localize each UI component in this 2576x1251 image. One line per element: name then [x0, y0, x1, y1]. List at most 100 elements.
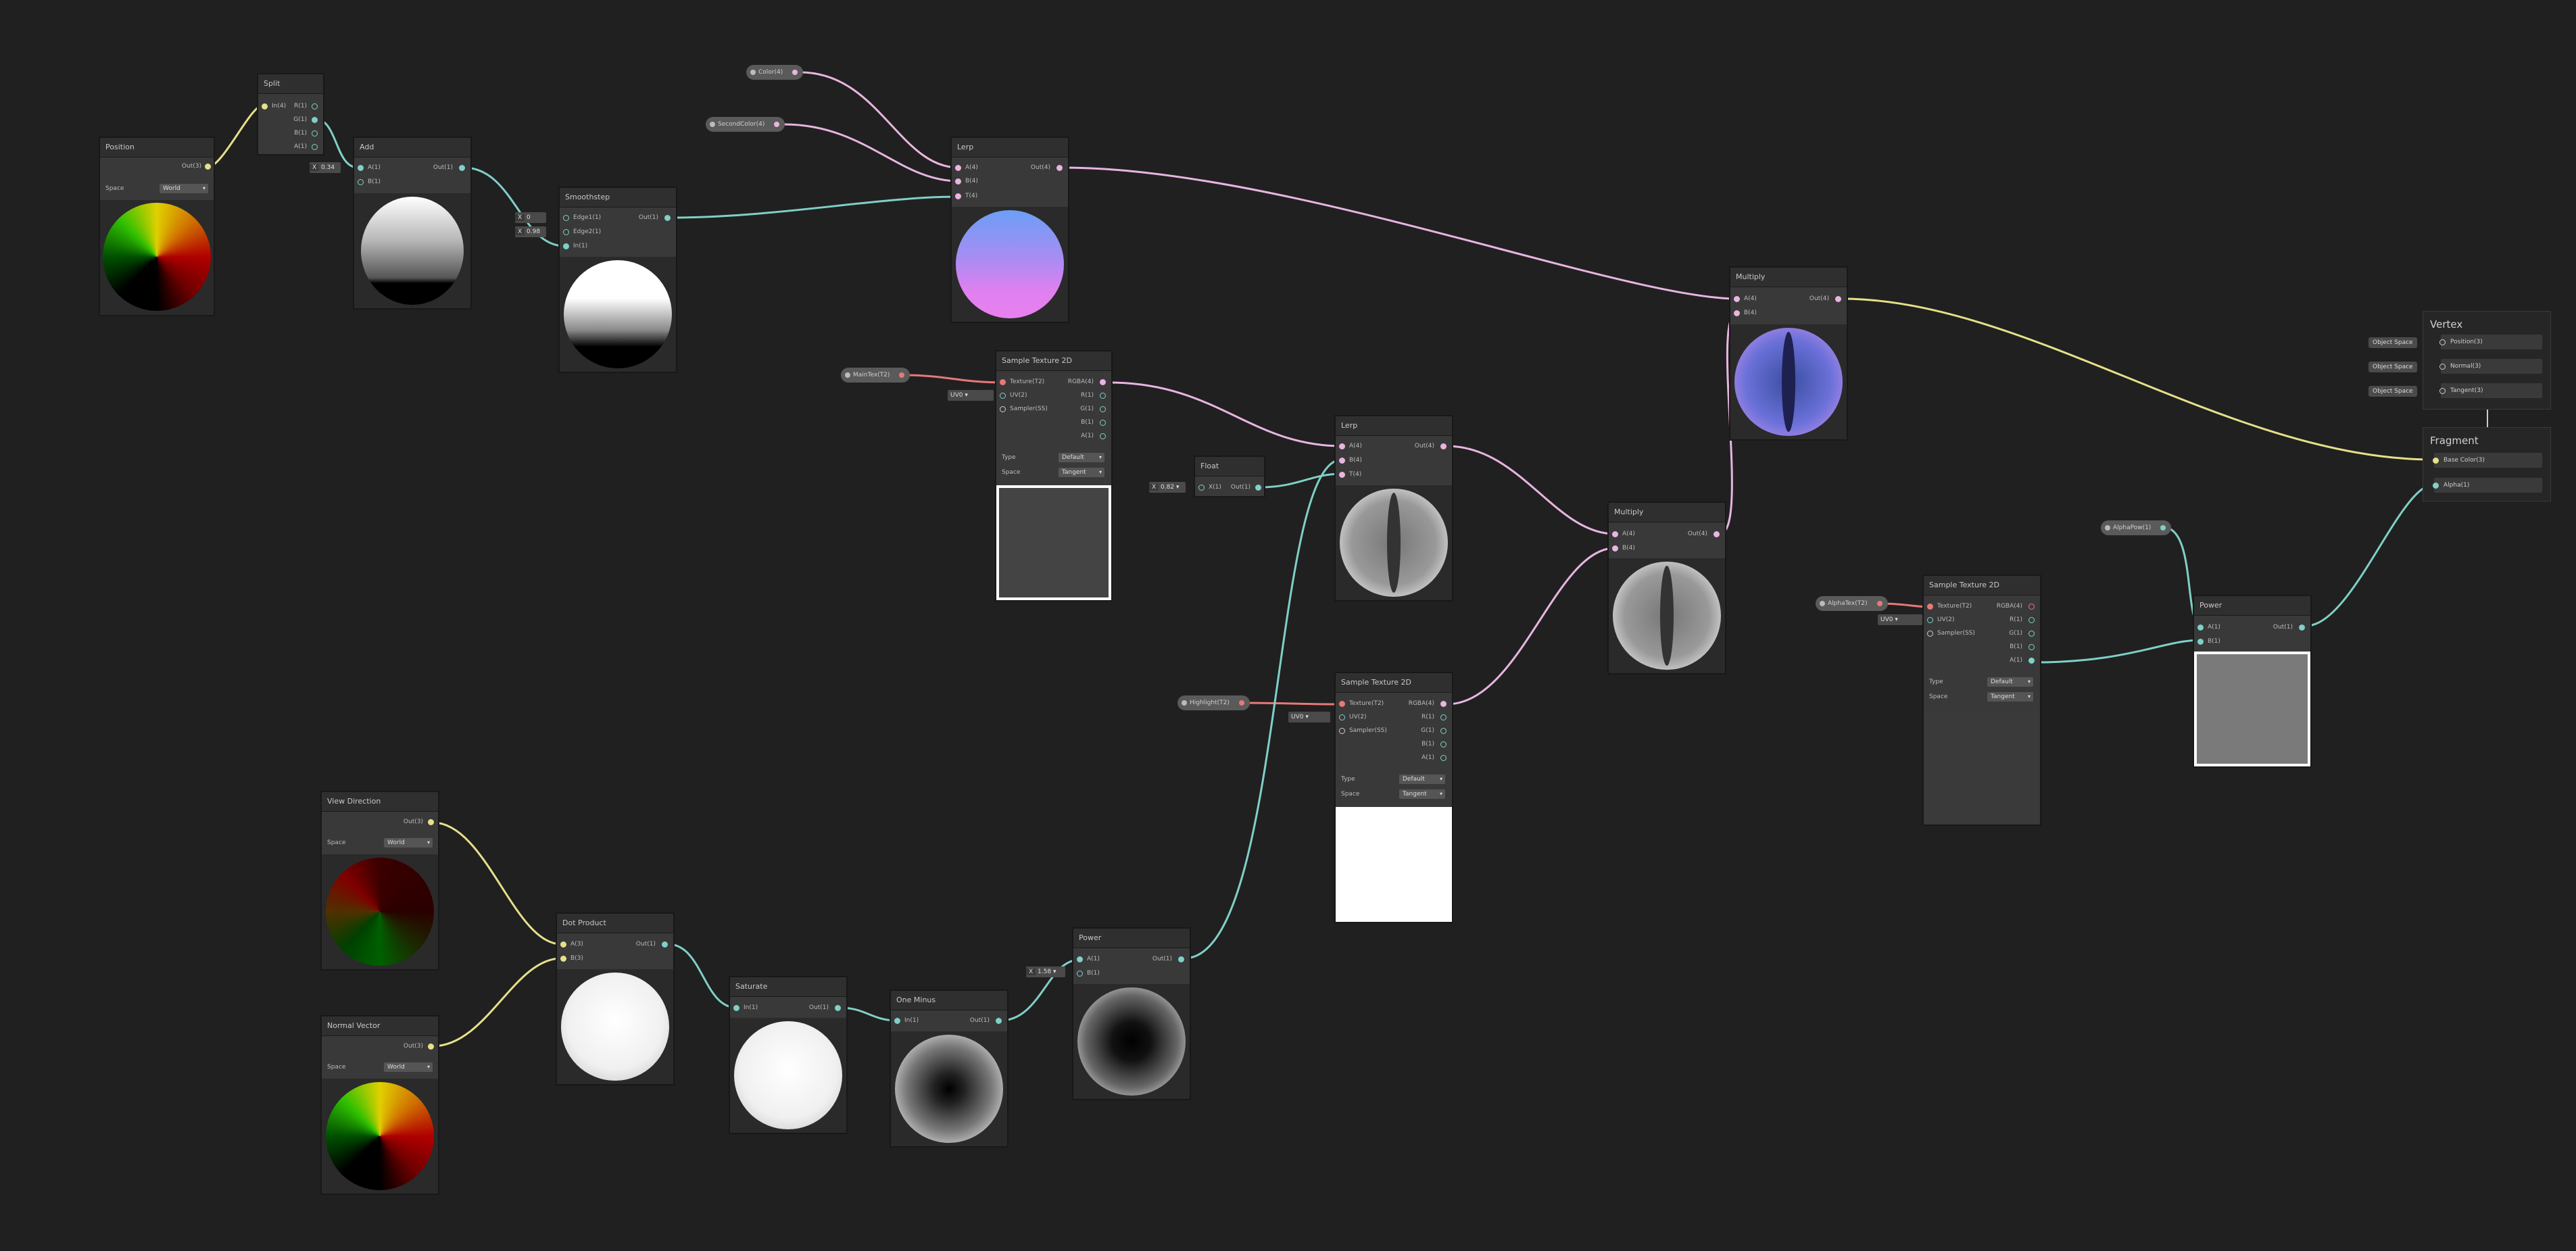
out-rgba-port[interactable]	[2028, 604, 2035, 610]
slot-port[interactable]	[2439, 388, 2446, 394]
sample-texture-node-maintex[interactable]: Sample Texture 2D Texture(T2) UV(2) Samp…	[996, 351, 1111, 600]
uv-port[interactable]	[1339, 714, 1345, 720]
alphatex-property[interactable]: AlphaTex(T2)	[1816, 596, 1888, 611]
out-g-port[interactable]	[1100, 406, 1106, 412]
out-r-port[interactable]	[312, 103, 318, 109]
sampler-port[interactable]	[1000, 406, 1006, 412]
a-port[interactable]	[1339, 443, 1345, 449]
multiply-node-top[interactable]: Multiply A(4) B(4) Out(4)	[1730, 268, 1847, 439]
out-a-port[interactable]	[312, 144, 318, 150]
property-out-port[interactable]	[899, 372, 905, 378]
in-port[interactable]	[1198, 485, 1205, 491]
highlight-property[interactable]: Highlight(T2)	[1177, 695, 1250, 710]
a-port[interactable]	[1077, 956, 1083, 962]
b-port[interactable]	[1339, 458, 1345, 464]
add-node[interactable]: Add A(1) B(1) Out(1)	[354, 138, 470, 308]
fragment-slot-basecolor[interactable]: Base Color(3)	[2433, 453, 2542, 468]
sample-texture-node-alpha[interactable]: Sample Texture 2D Texture(T2) UV(2) Samp…	[1924, 576, 2040, 825]
t-port[interactable]	[1339, 472, 1345, 478]
type-dropdown[interactable]: Default	[1987, 677, 2033, 687]
out-port[interactable]	[1835, 296, 1841, 302]
smoothstep-node[interactable]: Smoothstep Edge1(1) Edge2(1) In(1) Out(1…	[560, 188, 676, 372]
property-out-port[interactable]	[1876, 601, 1882, 606]
out-g-port[interactable]	[1440, 728, 1447, 734]
a-port[interactable]	[955, 165, 961, 171]
out-port[interactable]	[662, 941, 668, 948]
out-b-port[interactable]	[312, 130, 318, 137]
out-port[interactable]	[1178, 956, 1184, 962]
sampler-port[interactable]	[1927, 631, 1933, 637]
space-dropdown[interactable]: Tangent	[1399, 789, 1445, 799]
texture-port[interactable]	[1000, 379, 1006, 385]
b-port[interactable]	[2197, 639, 2204, 645]
vertex-normal-space[interactable]: Object Space	[2368, 362, 2417, 372]
slot-port[interactable]	[2433, 458, 2439, 464]
a-port[interactable]	[1734, 296, 1740, 302]
lerp-node-mid[interactable]: Lerp A(4) B(4) T(4) Out(4)	[1336, 416, 1452, 600]
out-a-port[interactable]	[2028, 658, 2035, 664]
fragment-slot-alpha[interactable]: Alpha(1)	[2433, 478, 2542, 493]
out-b-port[interactable]	[1440, 741, 1447, 747]
out-b-port[interactable]	[2028, 644, 2035, 650]
power-node-alpha[interactable]: Power A(1) B(1) Out(1)	[2194, 596, 2310, 766]
b-port[interactable]	[1612, 545, 1618, 551]
one-minus-node[interactable]: One Minus In(1) Out(1)	[891, 991, 1007, 1146]
float-value-input[interactable]: X 0.82 ▾	[1149, 482, 1186, 493]
in-port[interactable]	[733, 1005, 739, 1011]
out-b-port[interactable]	[1100, 420, 1106, 426]
out-r-port[interactable]	[1100, 393, 1106, 399]
a-port[interactable]	[358, 165, 364, 171]
type-dropdown[interactable]: Default	[1059, 453, 1104, 462]
vertex-slot-tangent[interactable]: Tangent(3)	[2439, 383, 2542, 398]
vertex-position-space[interactable]: Object Space	[2368, 337, 2417, 348]
texture-port[interactable]	[1339, 701, 1345, 707]
in-port[interactable]	[563, 243, 569, 249]
space-dropdown[interactable]: World	[160, 184, 208, 193]
split-node[interactable]: Split In(4) R(1) G(1) B(1) A(1)	[258, 74, 323, 154]
saturate-node[interactable]: Saturate In(1) Out(1)	[730, 977, 846, 1133]
property-out-port[interactable]	[774, 122, 780, 127]
fragment-context[interactable]: Fragment Base Color(3) Alpha(1)	[2423, 427, 2551, 501]
b-port[interactable]	[358, 179, 364, 185]
out-port[interactable]	[1714, 531, 1720, 537]
out-port[interactable]	[428, 819, 434, 825]
space-dropdown[interactable]: Tangent	[1059, 468, 1104, 477]
in-port[interactable]	[894, 1018, 900, 1024]
uv-port[interactable]	[1000, 393, 1006, 399]
edge1-input[interactable]: X 0	[515, 212, 546, 223]
b-port[interactable]	[1077, 971, 1083, 977]
power-node-fresnel[interactable]: Power A(1) B(1) Out(1)	[1073, 929, 1190, 1099]
power-b-input[interactable]: X 1.58 ▾	[1026, 966, 1065, 977]
secondcolor-property[interactable]: SecondColor(4)	[706, 117, 785, 132]
a-port[interactable]	[2197, 624, 2204, 631]
view-direction-node[interactable]: View Direction Out(3) Space World	[322, 792, 438, 969]
out-port[interactable]	[459, 165, 465, 171]
property-out-port[interactable]	[792, 70, 798, 75]
color-property[interactable]: Color(4)	[746, 65, 804, 80]
out-port[interactable]	[1440, 443, 1447, 449]
out-a-port[interactable]	[1440, 755, 1447, 761]
t-port[interactable]	[955, 193, 961, 199]
vertex-context[interactable]: Vertex Position(3) Normal(3) Tangent(3)	[2423, 311, 2551, 410]
normal-vector-node[interactable]: Normal Vector Out(3) Space World	[322, 1016, 438, 1194]
uv-dropdown[interactable]: UV0 ▾	[1288, 712, 1330, 722]
out-g-port[interactable]	[2028, 631, 2035, 637]
b-port[interactable]	[955, 178, 961, 185]
out-port[interactable]	[205, 164, 211, 170]
out-a-port[interactable]	[1100, 433, 1106, 439]
space-dropdown[interactable]: World	[384, 1062, 433, 1072]
vertex-tangent-space[interactable]: Object Space	[2368, 386, 2417, 397]
vertex-slot-normal[interactable]: Normal(3)	[2439, 359, 2542, 374]
out-g-port[interactable]	[312, 117, 318, 123]
out-rgba-port[interactable]	[1100, 379, 1106, 385]
slot-port[interactable]	[2439, 339, 2446, 345]
out-port[interactable]	[2299, 624, 2305, 631]
add-b-input[interactable]: X 0.34	[310, 162, 341, 173]
a-port[interactable]	[1612, 531, 1618, 537]
maintex-property[interactable]: MainTex(T2)	[841, 368, 910, 383]
sampler-port[interactable]	[1339, 728, 1345, 734]
dot-product-node[interactable]: Dot Product A(3) B(3) Out(1)	[557, 914, 673, 1084]
slot-port[interactable]	[2439, 364, 2446, 370]
edge1-port[interactable]	[563, 215, 569, 221]
out-port[interactable]	[664, 215, 671, 221]
